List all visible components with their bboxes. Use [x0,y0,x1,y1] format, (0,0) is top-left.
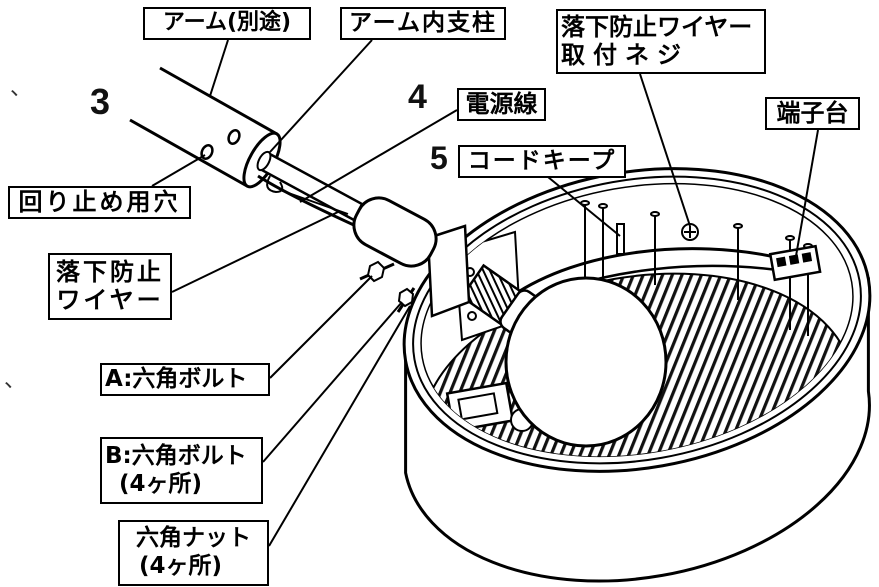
label-arm-inner-pole-text: アーム内支柱 [349,10,497,36]
label-arm-text: アーム(別途) [162,10,292,35]
label-fall-wire-screw-line1: 落下防止ワイヤー [561,13,753,41]
label-hex-nut-qty: (4ヶ所) [139,553,223,579]
cord-keep-clip [616,223,625,255]
label-fall-wire-line1: 落下防止 [56,258,164,286]
ballast-box [445,381,515,433]
arm-tube-top-edge [159,66,278,136]
mounting-bracket [426,224,471,318]
label-anti-rotation-hole: 回り止め用穴 [8,186,191,219]
label-fall-wire-line2: ワイヤー [56,286,164,314]
plate-screw [467,311,477,321]
fall-wire-mount-screw [681,223,699,241]
arm-tube-bottom-edge [129,118,248,188]
label-hex-bolt-b-qty: (4ヶ所) [119,471,203,497]
arm-tube [129,66,282,189]
label-power-cord-text: 電源線 [465,90,538,118]
leader-fall-wire-screw [639,73,691,227]
edge-text-fragment: 、 [10,76,33,101]
label-fall-wire-screw: 落下防止ワイヤー 取付ネジ [556,9,766,74]
terminal-block [768,244,822,282]
leader-arm [209,39,229,97]
leader-anti-rotation-hole [151,154,206,187]
inner-posts [580,200,813,336]
leader-power-cord [299,109,458,203]
label-hex-nut-text: 六角ナット [136,525,251,551]
label-power-cord: 電源線 [457,88,546,121]
post-cap [598,203,608,209]
leader-arm-inner-pole [269,39,373,153]
label-hex-bolt-b-text: B:六角ボルト [105,443,247,469]
step-number-4: 4 [408,78,427,116]
leader-fall-wire [171,211,339,293]
hex-bolt-b [396,287,416,313]
leader-lines [151,39,819,547]
anti-rotation-hole [227,129,241,145]
label-hex-bolt-b: B:六角ボルト (4ヶ所) [100,437,263,504]
label-cord-keep-text: コードキープ [467,148,617,174]
label-fall-wire: 落下防止 ワイヤー [48,253,172,320]
post-cap [785,235,795,241]
label-hex-bolt-a: A:六角ボルト [100,363,270,396]
fall-prevention-wire-loop [266,175,284,194]
label-terminal-block: 端子台 [765,97,860,130]
housing-rim-inner [412,175,862,465]
edge-text-fragment: 、 [4,368,27,393]
internal-wire [511,247,781,298]
hex-bolt-a [359,260,395,283]
post-cap [733,223,743,229]
power-cord [257,174,357,228]
lamp-bulb [504,276,668,448]
leader-cord-keep [547,176,621,237]
label-arm: アーム(別途) [143,7,311,40]
leader-terminal-block [795,129,819,257]
label-cord-keep: コードキープ [458,145,626,178]
label-arm-inner-pole: アーム内支柱 [340,7,506,40]
step-number-3: 3 [90,81,111,122]
leader-hex-nut [268,305,411,547]
label-hex-nut: 六角ナット (4ヶ所) [118,520,269,586]
label-anti-rotation-hole-text: 回り止め用穴 [18,188,181,216]
post-cap [650,211,660,217]
leader-hex-bolt-b [262,301,403,463]
label-hex-bolt-a-text: A:六角ボルト [105,366,248,392]
fall-prevention-wire [279,189,349,215]
label-fall-wire-screw-line2: 取付ネジ [561,41,689,69]
step-number-5: 5 [430,140,448,176]
anti-rotation-holes [200,129,241,160]
leader-hex-bolt-a [269,275,373,379]
adapter-cylinder [352,196,438,268]
label-terminal-block-text: 端子台 [776,99,849,127]
